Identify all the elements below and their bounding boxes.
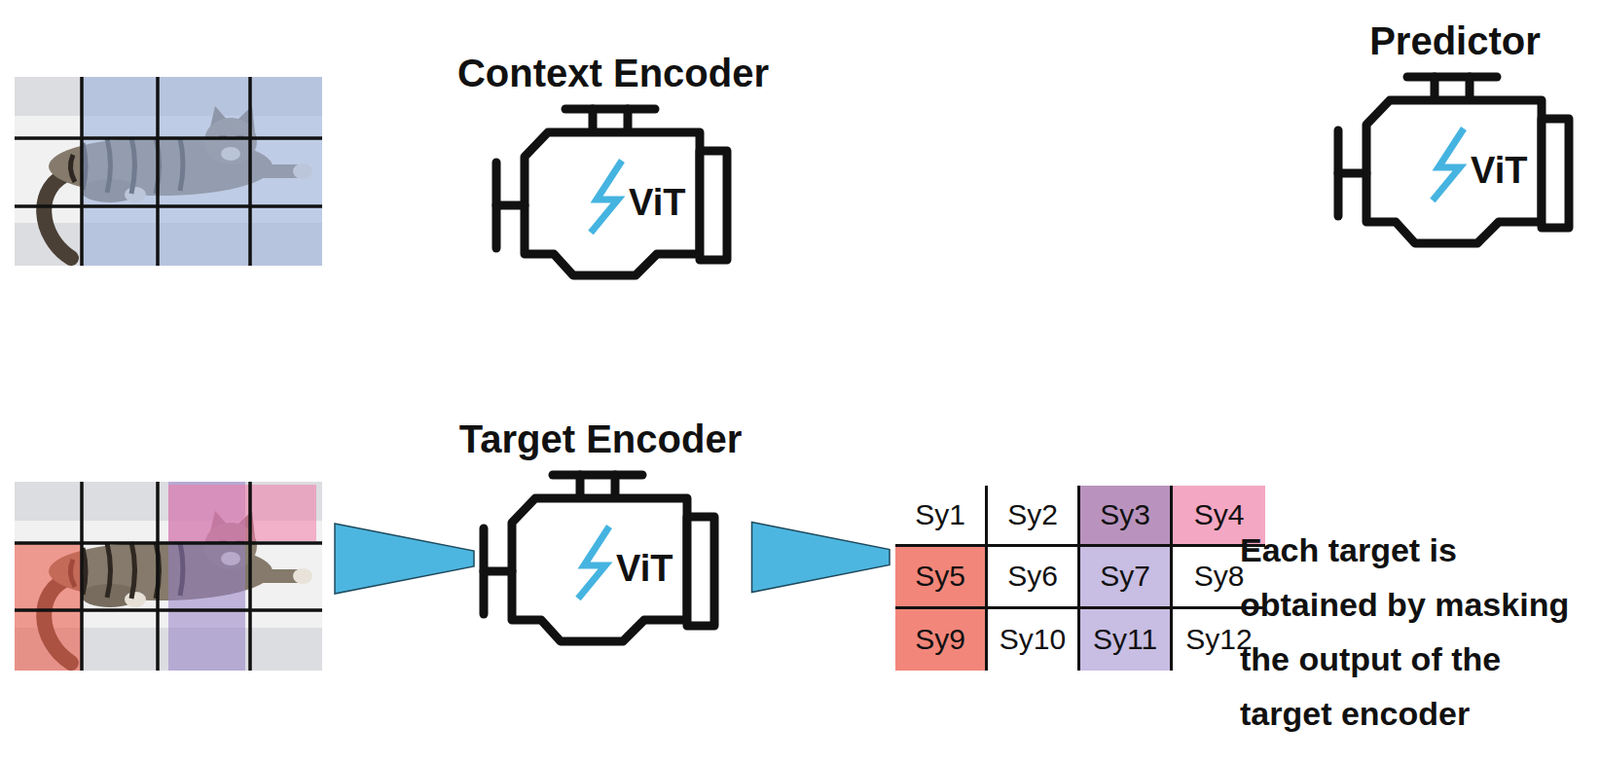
grid-cell: Sy2 <box>987 485 1081 547</box>
lightning-bolt <box>578 526 610 599</box>
grid-cell: Sy3 <box>1080 485 1173 547</box>
grid-cell: Sy1 <box>895 485 988 547</box>
grid-cell: Sy9 <box>895 609 988 671</box>
model-label: ViT <box>1470 148 1528 192</box>
encoder-node: Target EncoderViT <box>455 417 747 647</box>
engine-flange <box>699 150 728 260</box>
engine-mount <box>496 201 525 211</box>
context-image <box>14 76 323 266</box>
engine-box: ViT <box>476 468 725 647</box>
lightning-bolt <box>1432 128 1464 201</box>
note-text: Each target is obtained by masking the o… <box>1239 522 1591 741</box>
target-mask-red <box>14 543 82 671</box>
patch-grid <box>14 481 323 671</box>
engine-label-holder: ViT <box>628 181 686 224</box>
engine-cap <box>552 471 643 480</box>
engine-icon <box>476 468 725 647</box>
target-image <box>14 481 323 671</box>
engine-body <box>511 498 688 642</box>
encoder-title: Predictor <box>1327 19 1583 63</box>
flow-arrow <box>752 522 891 593</box>
engine-box: ViT <box>1331 70 1579 249</box>
grid-cell: Sy10 <box>987 609 1081 671</box>
engine-mount <box>1338 169 1367 179</box>
grid-cell: Sy11 <box>1080 609 1173 671</box>
engine-cap <box>565 105 655 114</box>
engine-body <box>524 132 700 276</box>
cat-photo <box>14 481 323 671</box>
context-mask <box>81 76 323 266</box>
engine-cap <box>1407 72 1497 82</box>
engine-flange <box>1541 118 1569 228</box>
engine-icon <box>1331 70 1579 249</box>
flow-arrow <box>334 523 474 594</box>
cat-photo <box>14 76 323 266</box>
model-label: ViT <box>628 181 686 224</box>
engine-box: ViT <box>489 102 737 281</box>
grid-cell: Sy6 <box>987 546 1081 609</box>
encoder-title: Target Encoder <box>455 417 747 461</box>
target-mask-pink <box>168 484 317 542</box>
engine-label-holder: ViT <box>616 546 673 590</box>
engine-flange <box>687 516 715 626</box>
model-label: ViT <box>616 546 673 590</box>
engine-label-holder: ViT <box>1470 148 1528 192</box>
engine-mount <box>483 567 512 577</box>
grid-cell: Sy5 <box>895 546 988 609</box>
engine-icon <box>489 102 737 281</box>
grid-cell: Sy7 <box>1080 546 1173 609</box>
encoder-node: Context EncoderViT <box>453 51 774 281</box>
engine-body <box>1366 100 1542 244</box>
encoder-node: PredictorViT <box>1327 19 1583 249</box>
encoder-title: Context Encoder <box>453 51 774 95</box>
lightning-bolt <box>590 160 622 233</box>
target-grid: Sy1Sy2Sy3Sy4Sy5Sy6Sy7Sy8Sy9Sy10Sy11Sy12 <box>895 485 1266 671</box>
patch-grid <box>14 76 323 266</box>
